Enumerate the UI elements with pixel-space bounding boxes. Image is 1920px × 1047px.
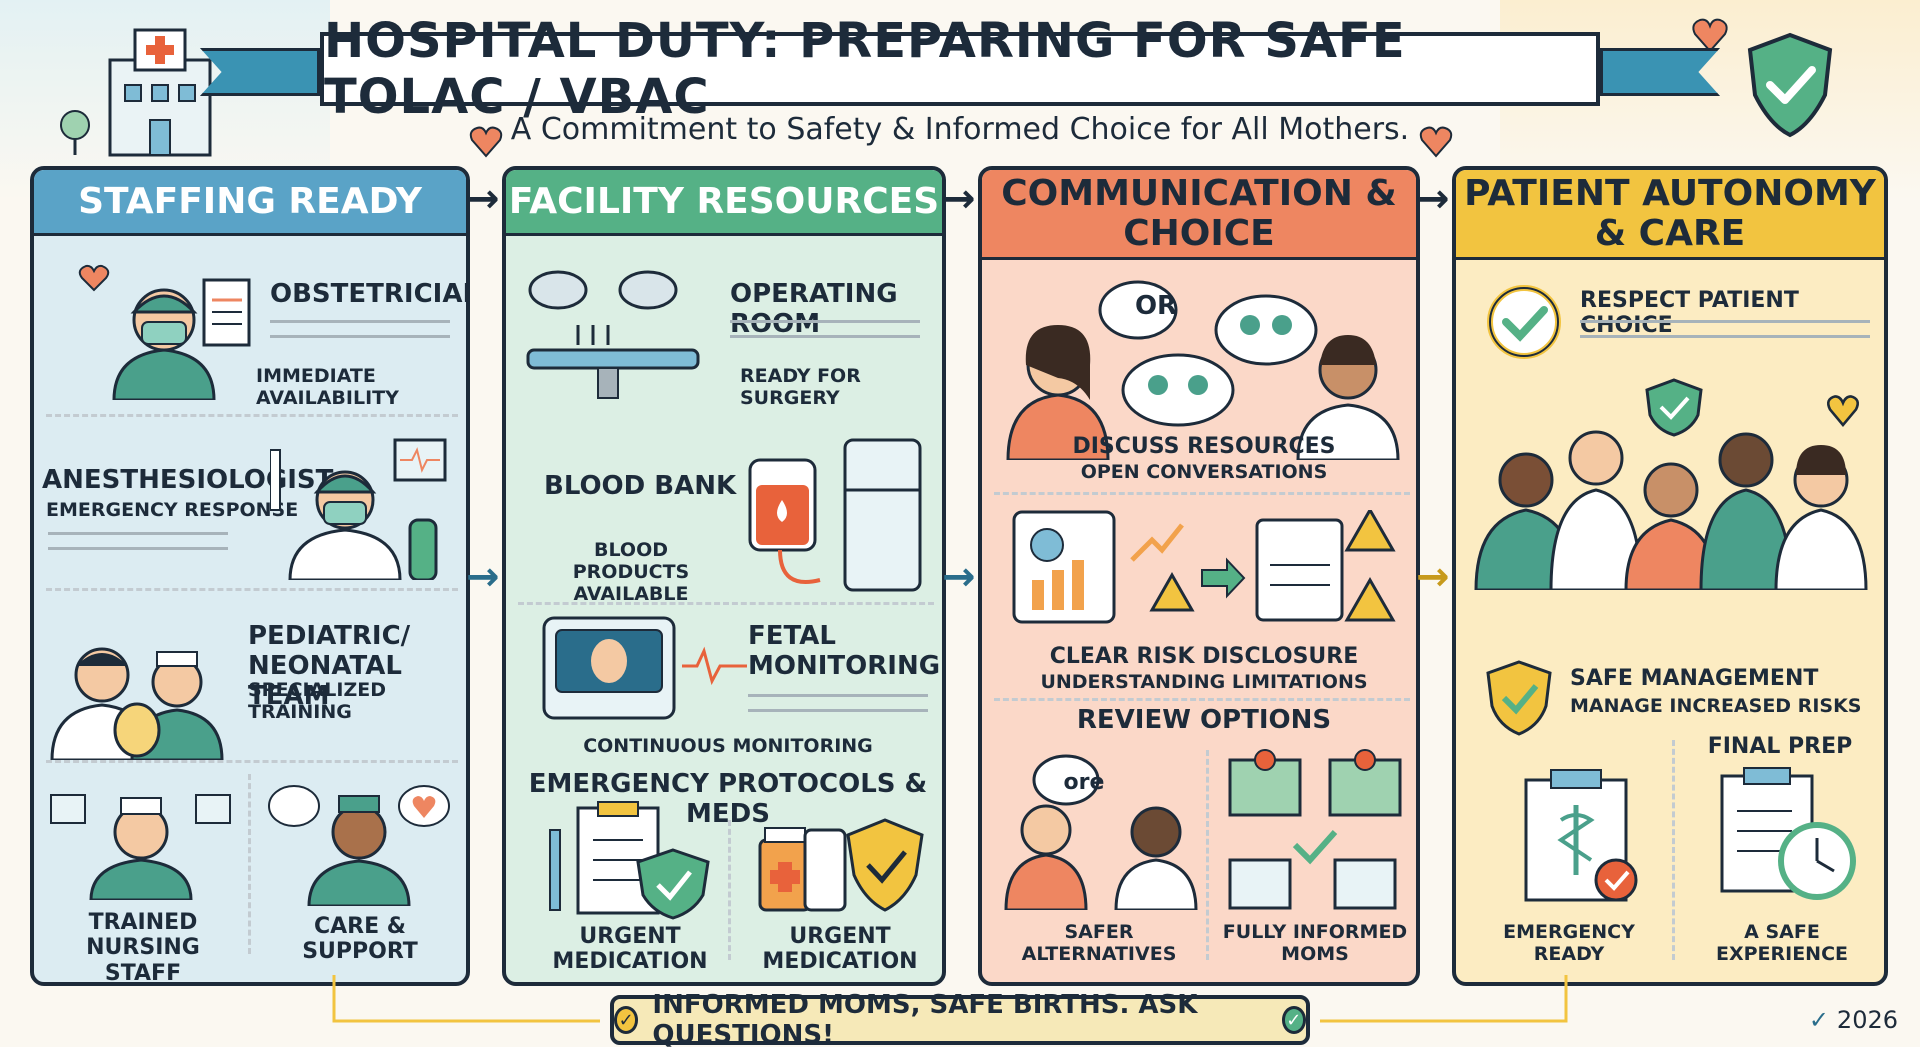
safe-management-caption: MANAGE INCREASED RISKS [1570, 695, 1862, 717]
operating-room-caption: READY FOR SURGERY [740, 365, 861, 409]
heart-icon [1419, 126, 1453, 158]
connector-arrow-icon: → [942, 176, 976, 222]
panel-staffing: STAFFING READY OBSTETRICIAN IMMEDIATE AV… [30, 166, 470, 986]
obstetrician-icon [78, 264, 251, 400]
footer-text: INFORMED MOMS, SAFE BIRTHS. ASK QUESTION… [652, 990, 1198, 1047]
operating-room-title: OPERATING ROOM [730, 279, 898, 339]
text-lines-decoration [748, 694, 928, 712]
page-subtitle: A Commitment to Safety & Informed Choice… [510, 112, 1410, 147]
year-text: 2026 [1836, 1006, 1898, 1034]
review-title: REVIEW OPTIONS [1076, 705, 1332, 735]
connector-arrow-icon: → [466, 554, 500, 600]
anesthesiologist-title: ANESTHESIOLOGIST [42, 465, 334, 495]
care-team-icon [1474, 378, 1868, 590]
check-circle-icon [1487, 285, 1561, 359]
fetal-title: FETAL MONITORING [748, 621, 941, 681]
panel-communication: COMMUNICATION & CHOICE OR DISCUSS RESOUR… [978, 166, 1420, 986]
obstetrician-title: OBSTETRICIAN [270, 279, 470, 309]
respect-choice-label: RESPECT PATIENT CHOICE [1580, 288, 1799, 339]
urgent-medication-label-1: URGENT MEDICATION [552, 924, 708, 975]
shield-check-icon [1486, 660, 1552, 736]
blood-bank-caption: BLOOD PRODUCTS AVAILABLE [572, 539, 690, 605]
section-divider [518, 602, 934, 605]
section-divider-vertical [728, 820, 731, 960]
clipboard-clock-icon [1720, 767, 1856, 900]
section-divider [46, 760, 458, 763]
obstetrician-caption: IMMEDIATE AVAILABILITY [256, 365, 399, 409]
check-icon: ✓ [1808, 1006, 1829, 1034]
panel-heading-staffing: STAFFING READY [34, 170, 466, 236]
fully-informed-label: FULLY INFORMED MOMS [1222, 921, 1408, 965]
safe-management-title: SAFE MANAGEMENT [1570, 666, 1819, 691]
panel-facility: FACILITY RESOURCES OPERATING ROOM READY … [502, 166, 946, 986]
section-divider-vertical [1206, 750, 1209, 960]
connector-arrow-icon: → [1416, 554, 1450, 600]
operating-room-icon [526, 270, 700, 399]
panel-heading-facility: FACILITY RESOURCES [506, 170, 942, 236]
title-ribbon-right [1600, 48, 1720, 96]
emergency-ready-label: EMERGENCY READY [1503, 921, 1635, 965]
footer-connector-lines [332, 975, 1568, 1023]
panel-heading-communication: COMMUNICATION & CHOICE [982, 170, 1416, 260]
blood-bank-title: BLOOD BANK [544, 471, 737, 501]
clipboard-shield-icon [549, 801, 710, 920]
section-divider [994, 698, 1410, 701]
heart-icon [1692, 18, 1728, 53]
section-divider [994, 492, 1410, 495]
text-lines-decoration [730, 320, 920, 338]
shield-check-icon [1747, 32, 1833, 138]
panel-heading-autonomy: PATIENT AUTONOMY & CARE [1456, 170, 1884, 260]
nursing-staff-icon [50, 794, 231, 900]
bubble-ore-text: ore [1063, 770, 1105, 795]
safer-alternatives-label: SAFER ALTERNATIVES [1021, 921, 1177, 965]
final-prep-title: FINAL PREP [1707, 734, 1853, 759]
care-support-icon [268, 785, 450, 906]
fetal-caption: CONTINUOUS MONITORING [583, 735, 873, 757]
emergency-title: EMERGENCY PROTOCOLS & MEDS [528, 769, 928, 829]
conversation-icon [1006, 280, 1400, 460]
nursing-title: TRAINED NURSING STAFF [86, 910, 200, 986]
safe-experience-label: A SAFE EXPERIENCE [1715, 921, 1849, 965]
year-stamp: ✓ 2026 [1809, 1006, 1898, 1034]
emergency-clipboard-icon [1524, 769, 1638, 902]
panel-autonomy: PATIENT AUTONOMY & CARE RESPECT PATIENT … [1452, 166, 1888, 986]
pediatric-title: PEDIATRIC/ NEONATAL TEAM [248, 621, 411, 711]
bubble-or-text: OR [1134, 291, 1178, 321]
section-divider-vertical [248, 774, 251, 954]
anesthesiologist-icon [270, 438, 447, 580]
anesthesiologist-caption: EMERGENCY RESPONSE [46, 499, 299, 521]
footer-banner: ✓ INFORMED MOMS, SAFE BIRTHS. ASK QUESTI… [610, 990, 1310, 1047]
text-lines-decoration [1580, 320, 1870, 338]
hospital-building-icon [60, 28, 212, 157]
page-title: HOSPITAL DUTY: PREPARING FOR SAFE TOLAC … [324, 13, 1406, 125]
fetal-monitor-icon [542, 616, 747, 720]
pediatric-caption: SPECIALIZED TRAINING [248, 679, 387, 723]
connector-arrow-icon: → [1416, 176, 1450, 222]
check-icon: ✓ [614, 1006, 639, 1034]
care-title: CARE & SUPPORT [302, 914, 418, 965]
check-icon: ✓ [1281, 1006, 1307, 1034]
discuss-title: DISCUSS RESOURCES [1072, 434, 1336, 459]
map-hospital-icon [1228, 749, 1402, 910]
connector-arrow-icon: → [942, 554, 976, 600]
risk-chart-icon [1012, 510, 1396, 624]
title-banner: HOSPITAL DUTY: PREPARING FOR SAFE TOLAC … [320, 13, 1600, 125]
text-lines-decoration [48, 532, 228, 550]
pediatric-team-icon [50, 647, 224, 760]
risk-caption: UNDERSTANDING LIMITATIONS [1040, 671, 1368, 693]
blood-bank-icon [748, 438, 922, 592]
discuss-caption: OPEN CONVERSATIONS [1080, 461, 1328, 483]
risk-title: CLEAR RISK DISCLOSURE [1049, 644, 1359, 669]
section-divider [46, 414, 458, 417]
urgent-medication-label-2: URGENT MEDICATION [762, 924, 918, 975]
connector-arrow-icon: → [466, 176, 500, 222]
medication-shield-icon [758, 818, 924, 912]
section-divider-vertical [1672, 740, 1675, 960]
heart-icon [469, 126, 503, 158]
text-lines-decoration [270, 320, 450, 338]
safer-alternatives-icon [1004, 754, 1198, 910]
section-divider [46, 588, 458, 591]
